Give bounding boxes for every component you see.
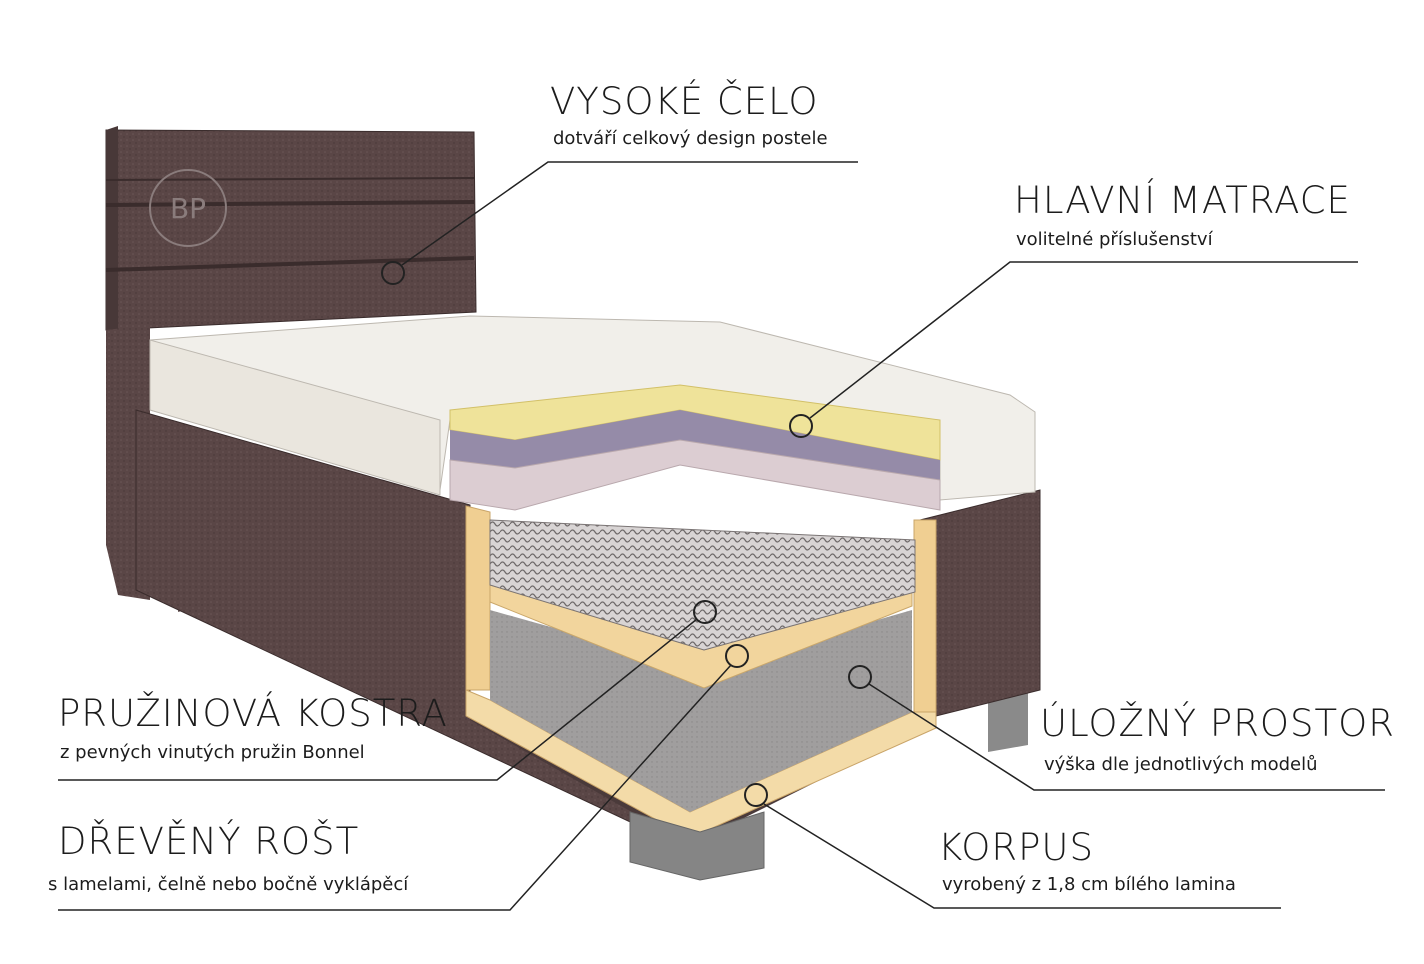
leader-headboard bbox=[401, 161, 858, 266]
logo-ring bbox=[149, 169, 227, 247]
leader-slats bbox=[58, 664, 732, 911]
leader-springs bbox=[58, 618, 698, 781]
marker-mattress bbox=[789, 414, 813, 438]
headboard-title: VYSOKÉ ČELO bbox=[550, 80, 819, 123]
marker-storage bbox=[848, 665, 872, 689]
leader-mattress bbox=[809, 261, 1358, 419]
foam-purple bbox=[450, 410, 940, 480]
mattress-title: HLAVNÍ MATRACE bbox=[1014, 179, 1351, 222]
headboard-seam-2 bbox=[105, 256, 475, 272]
slats-title: DŘEVĚNÝ ROŠT bbox=[58, 820, 360, 863]
headboard-seam-3 bbox=[105, 177, 475, 181]
marker-body bbox=[744, 783, 768, 807]
storage-subtitle: výška dle jednotlivých modelů bbox=[1044, 754, 1318, 775]
bed-base-front bbox=[919, 489, 1041, 721]
body-subtitle: vyrobený z 1,8 cm bílého lamina bbox=[942, 874, 1236, 895]
bed-leg-right bbox=[988, 688, 1028, 752]
mattress-subtitle: volitelné příslušenství bbox=[1016, 229, 1213, 250]
foam-pink bbox=[449, 439, 941, 511]
headboard-seam-1 bbox=[105, 200, 475, 207]
leader-storage bbox=[868, 683, 1385, 791]
bed-leg-front bbox=[629, 811, 765, 881]
marker-headboard bbox=[381, 261, 405, 285]
slats-subtitle: s lamelami, čelně nebo bočně vyklápěcí bbox=[48, 874, 409, 895]
storage-title: ÚLOŽNÝ PROSTOR bbox=[1040, 702, 1395, 745]
marker-slats bbox=[725, 644, 749, 668]
mattress-side bbox=[149, 339, 441, 496]
spring-core bbox=[489, 519, 916, 651]
body-title: KORPUS bbox=[938, 826, 1094, 869]
headboard bbox=[105, 129, 477, 331]
wood-frame-right bbox=[913, 519, 937, 713]
logo-mark: BP bbox=[170, 192, 206, 225]
springs-title: PRUŽINOVÁ KOSTRA bbox=[58, 692, 448, 735]
storage-space bbox=[490, 610, 912, 812]
wood-frame-left bbox=[465, 505, 491, 691]
headboard-subtitle: dotváří celkový design postele bbox=[553, 128, 828, 149]
marker-springs bbox=[693, 600, 717, 624]
leader-body bbox=[763, 803, 1281, 909]
springs-subtitle: z pevných vinutých pružin Bonnel bbox=[60, 742, 365, 763]
